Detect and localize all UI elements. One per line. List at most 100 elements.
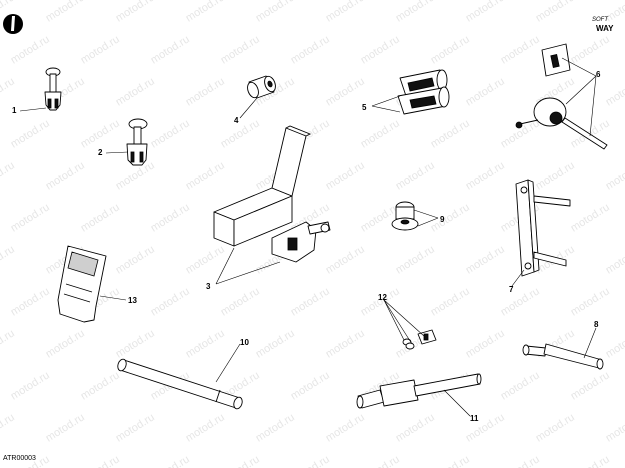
watermark-text: motod.ru (324, 75, 367, 108)
watermark-text: motod.ru (219, 453, 262, 468)
watermark-text: motod.ru (254, 327, 297, 360)
watermark-text: motod.ru (394, 159, 437, 192)
watermark-text: motod.ru (604, 411, 625, 444)
watermark-text: motod.ru (79, 117, 122, 150)
watermark-text: motod.ru (79, 453, 122, 468)
watermark-text: motod.ru (429, 285, 472, 318)
watermark-text: motod.ru (324, 0, 367, 25)
watermark-text: motod.ru (429, 33, 472, 66)
watermark-text: motod.ru (324, 411, 367, 444)
leader-lines (19, 57, 597, 417)
watermark-text: motod.ru (114, 243, 157, 276)
watermark-text: motod.ru (114, 75, 157, 108)
watermark-text: motod.ru (359, 201, 402, 234)
watermark-text: motod.ru (149, 201, 192, 234)
watermark-text: motod.ru (149, 453, 192, 468)
watermark-text: motod.ru (79, 33, 122, 66)
tool-13-tester (57, 245, 107, 323)
watermark-text: motod.ru (464, 327, 507, 360)
watermark-text: motod.ru (289, 33, 332, 66)
watermark-text: motod.ru (569, 369, 612, 402)
watermark-text: motod.ru (359, 117, 402, 150)
tool-7-frame (515, 179, 571, 277)
watermark-text: motod.ru (499, 285, 542, 318)
tool-1-connector (44, 67, 62, 111)
tool-11-punch (356, 373, 482, 409)
callout-3: 3 (206, 282, 211, 291)
watermark-text: motod.ru (499, 369, 542, 402)
watermark-text: motod.ru (184, 243, 227, 276)
watermark-text: motod.ru (359, 453, 402, 468)
watermark-text: motod.ru (79, 369, 122, 402)
watermark-text: motod.ru (9, 33, 52, 66)
watermark-text: motod.ru (499, 453, 542, 468)
callout-12: 12 (378, 293, 387, 302)
watermark-text: motod.ru (149, 33, 192, 66)
brand-line2: WAY (596, 24, 614, 33)
tool-10-tube (117, 358, 243, 410)
tool-8-pin (522, 343, 604, 370)
figure-code: ATR00003 (3, 455, 36, 462)
tool-4-sleeve (247, 75, 276, 99)
logo-mark-icon (3, 14, 23, 34)
brand-logo: SOFT WAY (592, 17, 614, 33)
watermark-text: motod.ru (534, 411, 577, 444)
tool-9-nut (391, 201, 419, 231)
watermark-text: motod.ru (9, 369, 52, 402)
watermark-text: motod.ru (0, 243, 17, 276)
callout-5: 5 (362, 103, 367, 112)
callout-6: 6 (596, 70, 601, 79)
watermark-text: motod.ru (114, 327, 157, 360)
watermark-text: motod.ru (9, 201, 52, 234)
watermark-text: motod.ru (569, 285, 612, 318)
callout-13: 13 (128, 296, 137, 305)
watermark-text: motod.ru (359, 33, 402, 66)
watermark-text: motod.ru (149, 117, 192, 150)
watermark-text: motod.ru (464, 75, 507, 108)
watermark-text: motod.ru (44, 327, 87, 360)
watermark-text: motod.ru (324, 159, 367, 192)
watermark-text: motod.ru (0, 411, 17, 444)
callout-9: 9 (440, 215, 445, 224)
callout-11: 11 (470, 414, 479, 423)
watermark-text: motod.ru (114, 411, 157, 444)
watermark-text: motod.ru (429, 453, 472, 468)
watermark-text: motod.ru (114, 0, 157, 25)
watermark-text: motod.ru (44, 411, 87, 444)
watermark-text: motod.ru (254, 0, 297, 25)
tool-5-split-rings (397, 69, 450, 115)
watermark-text: motod.ru (0, 75, 17, 108)
watermark-text: motod.ru (534, 159, 577, 192)
watermark-text: motod.ru (0, 159, 17, 192)
watermark-text: motod.ru (219, 117, 262, 150)
watermark-text: motod.ru (184, 159, 227, 192)
watermark-text: motod.ru (9, 117, 52, 150)
tool-12-pins (402, 329, 437, 350)
callout-4: 4 (234, 116, 239, 125)
watermark-text: motod.ru (9, 285, 52, 318)
watermark-text: motod.ru (149, 285, 192, 318)
watermark-text: motod.ru (464, 159, 507, 192)
watermark-text: motod.ru (184, 411, 227, 444)
watermark-text: motod.ru (604, 159, 625, 192)
watermark-text: motod.ru (429, 201, 472, 234)
callout-8: 8 (594, 320, 599, 329)
watermark-text: motod.ru (289, 369, 332, 402)
watermark-text: motod.ru (254, 411, 297, 444)
watermark-text: motod.ru (394, 243, 437, 276)
watermark-text: motod.ru (184, 327, 227, 360)
watermark-text: motod.ru (324, 243, 367, 276)
tool-2-connector (126, 118, 148, 166)
brand-line1: SOFT (592, 17, 609, 23)
watermark-text: motod.ru (219, 285, 262, 318)
callout-10: 10 (240, 338, 249, 347)
tool-3-case-and-tool (213, 125, 331, 263)
watermark-text: motod.ru (0, 327, 17, 360)
watermark-text: motod.ru (429, 117, 472, 150)
watermark-text: motod.ru (604, 75, 625, 108)
watermark-text: motod.ru (184, 75, 227, 108)
tool-6-holder-set (515, 43, 608, 150)
watermark-text: motod.ru (569, 33, 612, 66)
watermark-text: motod.ru (569, 453, 612, 468)
